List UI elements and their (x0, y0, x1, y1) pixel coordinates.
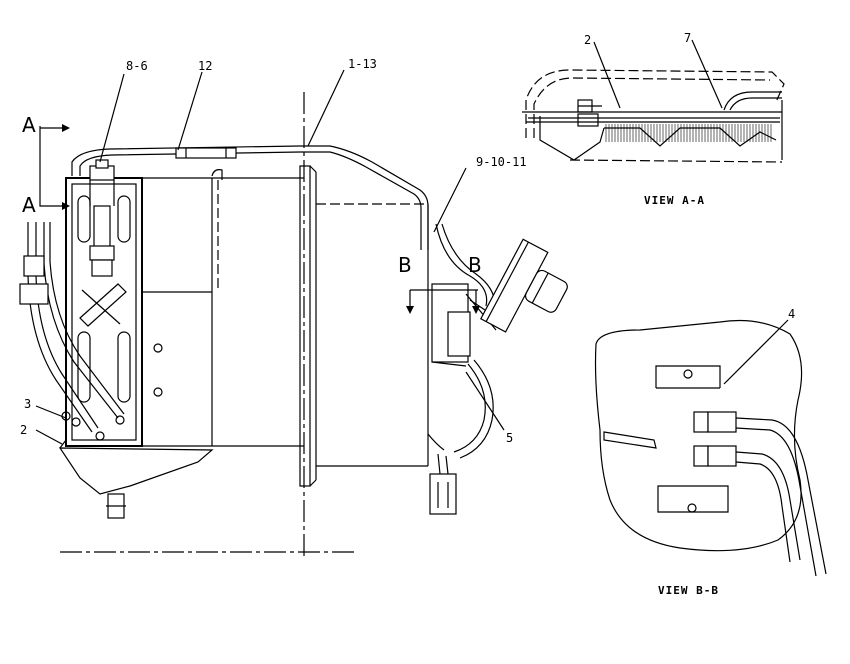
callout-2: 2 (20, 423, 27, 437)
view-b-b-caption: VIEW B-B (658, 584, 719, 597)
callout-1-13: 1-13 (348, 57, 377, 71)
section-indicators: A A B B (22, 113, 482, 314)
view-a-a-caption: VIEW A-A (644, 194, 705, 207)
main-side-view (19, 92, 568, 556)
view-a-a-callout-7: 7 (684, 31, 691, 45)
section-a-lower-label: A (22, 193, 36, 217)
view-b-b-callout-4: 4 (788, 307, 795, 321)
callout-8-6: 8-6 (126, 59, 148, 73)
section-a-upper-label: A (22, 113, 36, 137)
section-b-right-label: B (468, 253, 482, 277)
view-a-a-callout-2: 2 (584, 33, 591, 47)
callout-12: 12 (198, 59, 212, 73)
callout-5: 5 (506, 431, 513, 445)
view-b-b: 4 VIEW B-B (594, 307, 827, 597)
callout-9-10-11: 9-10-11 (476, 155, 527, 169)
view-a-a: 2 7 VIEW A-A (522, 31, 785, 207)
view-a-a-hatching (605, 124, 772, 142)
callout-3: 3 (24, 397, 31, 411)
main-callouts: 8-6 12 1-13 9-10-11 3 2 5 (20, 57, 527, 445)
section-b-left-label: B (398, 253, 412, 277)
